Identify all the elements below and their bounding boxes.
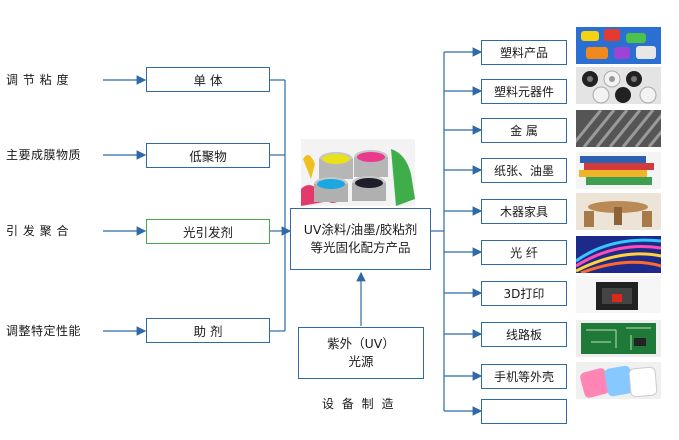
component-photoinitiator: 光引发剂	[146, 219, 270, 244]
component-monomer: 单 体	[146, 67, 270, 92]
app-wood-furniture: 木器家具	[481, 199, 567, 224]
uv-line-2: 光源	[348, 354, 374, 369]
phone-cases-image	[576, 362, 661, 399]
app-optical-fiber: 光 纤	[481, 240, 567, 265]
uv-light-source-box: 紫外（UV） 光源	[298, 327, 424, 379]
metal-image	[576, 110, 661, 147]
label-adjust-viscosity: 调 节 粘 度	[6, 73, 69, 87]
3d-printer-image	[576, 276, 661, 313]
plastic-products-image	[576, 27, 661, 64]
label-initiate-polymerization: 引 发 聚 合	[6, 224, 69, 238]
circuit-board-image	[576, 320, 661, 357]
paint-cans-image	[301, 139, 415, 206]
app-circuit-board: 线路板	[481, 322, 567, 347]
optical-fiber-image	[576, 236, 661, 273]
paper-stack-image	[576, 152, 661, 189]
center-line-1: UV涂料/油墨/胶粘剂	[303, 222, 418, 237]
app-blank	[481, 399, 567, 424]
app-plastic-products: 塑料产品	[481, 40, 567, 65]
label-adjust-properties: 调整特定性能	[6, 324, 82, 338]
uv-line-1: 紫外（UV）	[327, 336, 395, 351]
center-line-2: 等光固化配方产品	[310, 240, 411, 255]
component-oligomer: 低聚物	[146, 143, 270, 168]
app-plastic-components: 塑料元器件	[481, 79, 567, 104]
label-film-forming: 主要成膜物质	[6, 148, 82, 162]
app-paper-ink: 纸张、油墨	[481, 158, 567, 183]
app-metal: 金 属	[481, 118, 567, 143]
plastic-components-image	[576, 67, 661, 104]
app-phone-shell: 手机等外壳	[481, 364, 567, 389]
app-3d-printing: 3D打印	[481, 281, 567, 306]
uv-curing-products-box: UV涂料/油墨/胶粘剂 等光固化配方产品	[290, 208, 431, 270]
equipment-caption: 设 备 制 造	[322, 397, 396, 411]
wood-furniture-image	[576, 193, 661, 230]
component-additive: 助 剂	[146, 318, 270, 343]
